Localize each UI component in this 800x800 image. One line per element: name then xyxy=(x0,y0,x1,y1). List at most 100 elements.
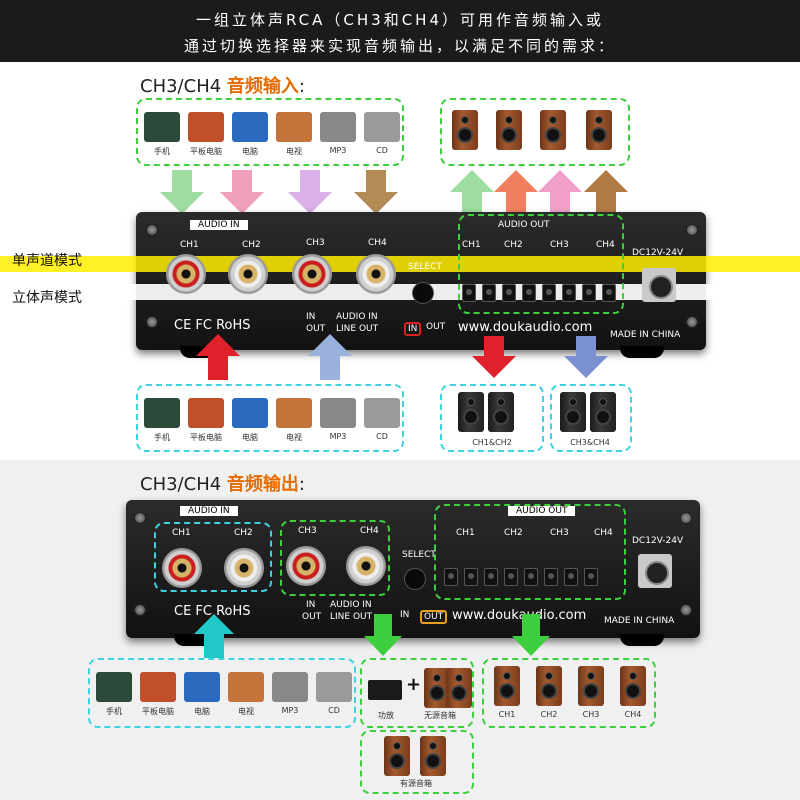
audio-out-label: AUDIO OUT xyxy=(508,506,576,516)
amp-foot xyxy=(620,346,664,358)
cert-marks: CE FC RoHS xyxy=(174,604,251,619)
arrow-up-icon xyxy=(196,334,240,380)
audio-in-highlight xyxy=(154,522,272,592)
screw-icon xyxy=(680,512,692,524)
select-button[interactable] xyxy=(412,282,434,304)
screw-icon xyxy=(146,316,158,328)
speaker-icon xyxy=(452,110,478,150)
speaker-icon xyxy=(494,666,520,706)
input-devices-box-3 xyxy=(88,658,356,728)
made-in-china: MADE IN CHINA xyxy=(604,616,675,626)
arrow-down-icon xyxy=(364,614,402,656)
banner-line-1: 一组立体声RCA（CH3和CH4）可用作音频输入或 xyxy=(195,11,604,29)
speaker-icon xyxy=(540,110,566,150)
mp3-player-icon xyxy=(272,672,308,702)
stereo-mode-label: 立体声模式 xyxy=(12,290,82,306)
section-title-input: CH3/CH4 音频输入: xyxy=(140,72,305,98)
line-out-label: LINE OUT xyxy=(336,324,379,334)
select-out-indicator: OUT xyxy=(420,610,448,624)
line-out-label: LINE OUT xyxy=(330,612,373,622)
ch3-label: CH3 xyxy=(298,526,317,536)
section-title-output: CH3/CH4 音频输出: xyxy=(140,470,305,496)
speaker-terminal xyxy=(562,284,576,302)
ch2-label: CH2 xyxy=(234,528,253,538)
select-in-indicator: IN xyxy=(400,610,410,620)
speaker-terminal xyxy=(602,284,616,302)
rca-jack-ch2 xyxy=(224,548,264,588)
device-label: 平板电脑 xyxy=(190,147,222,156)
speaker-terminal xyxy=(462,284,476,302)
tv-icon xyxy=(276,398,312,428)
section-title-suffix: : xyxy=(298,474,305,495)
desktop-icon xyxy=(184,672,220,702)
screw-icon xyxy=(686,316,698,328)
device-label: 手机 xyxy=(154,147,170,156)
arrow-up-icon xyxy=(584,170,628,214)
out-ch4-label: CH4 xyxy=(596,240,615,250)
rca-jack-ch1 xyxy=(166,254,206,294)
speaker-channel-label: CH1 xyxy=(498,710,516,719)
rca-jack-ch1 xyxy=(162,548,202,588)
arrow-up-icon xyxy=(538,170,582,214)
speaker-icon xyxy=(488,392,514,432)
line-out-highlight xyxy=(280,520,390,596)
mp3-player-icon xyxy=(320,398,356,428)
ch34-output-box xyxy=(550,384,632,452)
stereo-mode-band xyxy=(0,284,800,300)
speaker-terminal xyxy=(482,284,496,302)
tv-icon xyxy=(228,672,264,702)
speaker-icon xyxy=(420,736,446,776)
audio-in-label-2: AUDIO IN xyxy=(336,312,378,322)
out-ch2-label: CH2 xyxy=(504,528,523,538)
speaker-terminal xyxy=(464,568,478,586)
amplifier-icon xyxy=(368,680,402,700)
dc-label: DC12V-24V xyxy=(632,536,684,546)
device-label: 电视 xyxy=(286,147,302,156)
device-label: MP3 xyxy=(329,432,347,441)
bottom-input-arrows xyxy=(196,334,352,380)
arrow-down-icon xyxy=(564,336,608,378)
phone-icon xyxy=(144,112,180,142)
banner-line-2: 通过切换选择器来实现音频输出，以满足不同的需求： xyxy=(183,37,616,55)
device-label: 电视 xyxy=(238,707,254,716)
rca-jack-ch4 xyxy=(356,254,396,294)
tablet-icon xyxy=(188,398,224,428)
out-label: OUT xyxy=(302,612,322,622)
device-label: CD xyxy=(376,432,388,441)
speaker-terminal xyxy=(504,568,518,586)
desktop-icon xyxy=(232,112,268,142)
speaker-channel-label: CH3 xyxy=(582,710,600,719)
select-button[interactable] xyxy=(404,568,426,590)
rca-jack-ch3 xyxy=(292,254,332,294)
dc-power-jack xyxy=(638,554,672,588)
speaker-icon xyxy=(586,110,612,150)
device-label: MP3 xyxy=(329,146,347,155)
ch4-label: CH4 xyxy=(368,238,387,248)
speaker-channel-label: CH2 xyxy=(540,710,558,719)
ch34-label: CH3&CH4 xyxy=(570,438,610,447)
arrow-up-icon xyxy=(494,170,538,214)
screw-icon xyxy=(680,604,692,616)
speaker-icon xyxy=(536,666,562,706)
audio-out-highlight xyxy=(434,504,626,600)
arrow-down-icon xyxy=(512,614,550,656)
audio-in-label: AUDIO IN xyxy=(190,220,248,230)
website-url: www.doukaudio.com xyxy=(458,320,593,335)
active-speaker-box xyxy=(360,730,474,794)
speaker-icon xyxy=(446,668,472,708)
passive-speaker-label: 无源音箱 xyxy=(424,711,456,720)
arrow-up-icon xyxy=(450,170,494,214)
ch3-label: CH3 xyxy=(306,238,325,248)
phone-icon xyxy=(96,672,132,702)
audio-out-highlight xyxy=(458,214,624,314)
select-label: SELECT xyxy=(402,550,436,560)
out-ch3-label: CH3 xyxy=(550,240,569,250)
speaker-icon xyxy=(458,392,484,432)
device-label: 手机 xyxy=(106,707,122,716)
speaker-channel-label: CH4 xyxy=(624,710,642,719)
speaker-terminal xyxy=(524,568,538,586)
speaker-terminal xyxy=(484,568,498,586)
out-ch2-label: CH2 xyxy=(504,240,523,250)
ch4-label: CH4 xyxy=(360,526,379,536)
dc-label: DC12V-24V xyxy=(632,248,684,258)
